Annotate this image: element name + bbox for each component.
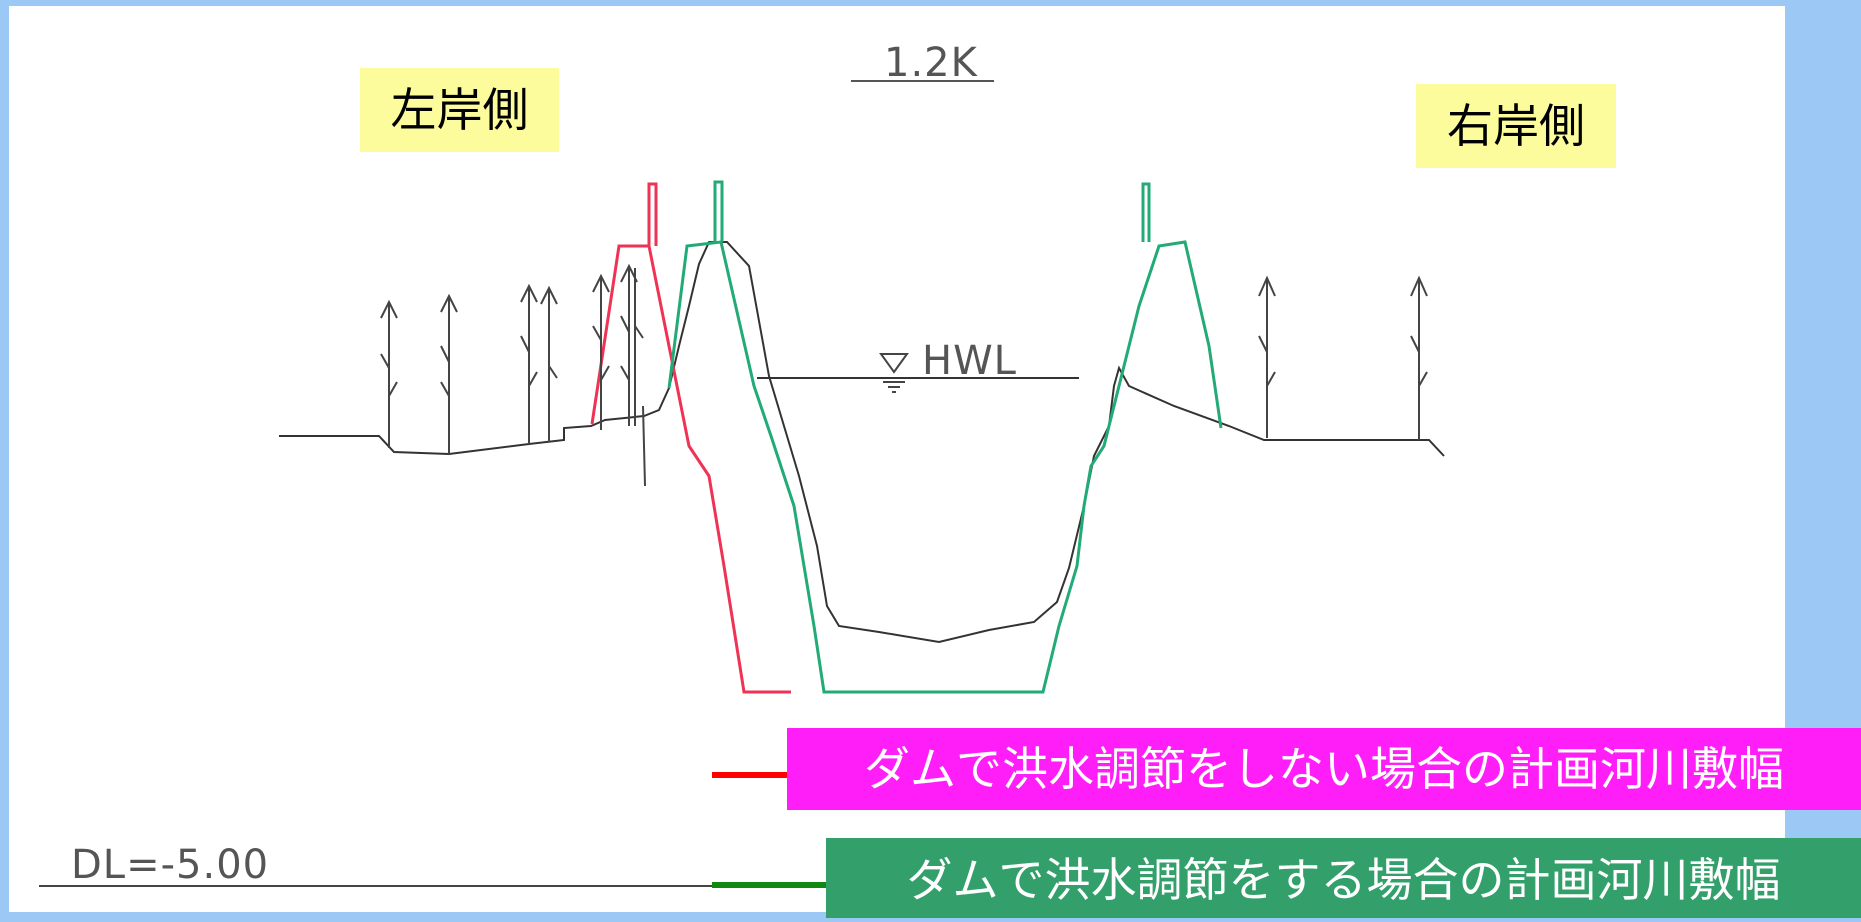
- legend-with-dam-swatch: [712, 882, 828, 888]
- cross-section-drawing: [39, 80, 1445, 887]
- section-label: 1.2K: [884, 40, 978, 86]
- datum-label: DL=-5.00: [71, 842, 270, 888]
- left-bank-label: 左岸側: [360, 68, 559, 152]
- green-bank-post-left: [713, 180, 724, 242]
- red-bank-post: [647, 182, 658, 246]
- green-bank-post-right: [1141, 182, 1151, 242]
- existing-profile-line: [279, 241, 1445, 644]
- legend-without-dam-swatch: [712, 772, 788, 778]
- hwl-label: HWL: [922, 338, 1017, 384]
- red-design-section: [590, 244, 791, 694]
- right-bank-label: 右岸側: [1416, 84, 1616, 168]
- legend-with-dam-label: ダムで洪水調節をする場合の計画河川敷幅: [826, 838, 1861, 918]
- trees-right: [1258, 275, 1428, 440]
- legend-without-dam-label: ダムで洪水調節をしない場合の計画河川敷幅: [787, 728, 1861, 810]
- trees-left: [380, 263, 646, 487]
- green-design-section-left: [667, 240, 1223, 694]
- hwl-triangle: [879, 353, 909, 374]
